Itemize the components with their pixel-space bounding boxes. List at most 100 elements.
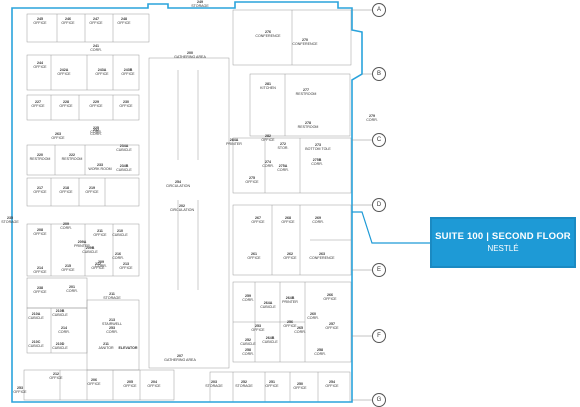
room-type: PRINTER xyxy=(74,244,90,248)
room-number: 241 xyxy=(93,44,99,48)
room-type: OFFICE xyxy=(93,233,107,237)
room-type: OFFICE xyxy=(59,104,73,108)
room-number: 234B xyxy=(119,164,129,168)
room-number: 274 xyxy=(265,160,271,164)
room-type: CORR. xyxy=(307,316,319,320)
room-type: CUBICLE xyxy=(28,316,44,320)
room-type: STAIRWELL xyxy=(101,322,123,326)
room-type: RESTROOM xyxy=(29,157,51,161)
room-type: OFFICE xyxy=(251,328,265,332)
room-number: 264A xyxy=(263,301,273,305)
grid-marker: B xyxy=(372,67,386,81)
room-number: 205 xyxy=(127,380,133,384)
room-type: CORR. xyxy=(95,264,107,268)
room-type: OFFICE xyxy=(281,220,295,224)
grid-marker: G xyxy=(372,393,386,407)
room-number: 214 xyxy=(37,266,43,270)
room-type: CUBICLE xyxy=(82,250,98,254)
room-number: 278 xyxy=(304,121,311,125)
room-number: 268 xyxy=(285,216,291,220)
room-number: 247 xyxy=(93,17,99,21)
room-number: 213 xyxy=(123,262,129,266)
room-type: CORR. xyxy=(294,330,306,334)
room-number: 244 xyxy=(37,61,43,65)
room-number: 220 xyxy=(36,153,43,157)
room-number: 209B xyxy=(85,246,95,250)
room-type: JANITOR xyxy=(98,346,114,350)
room-type: OFFICE xyxy=(251,220,265,224)
room-number: 222 xyxy=(68,153,75,157)
room-type: CUBICLE xyxy=(116,168,132,172)
room-number: 258 xyxy=(317,348,323,352)
room-number: 206 xyxy=(91,378,97,382)
room-type: CORR. xyxy=(106,330,118,334)
room-number: 238 xyxy=(37,286,43,290)
room-number: 284A xyxy=(229,138,239,142)
room-type: OFFICE xyxy=(85,190,99,194)
room-number: 202 xyxy=(179,204,185,208)
room-type: OFFICE xyxy=(325,326,339,330)
room-number: 235 xyxy=(6,216,13,220)
room-type: CONFERENCE xyxy=(292,42,318,46)
room-type: CORR. xyxy=(112,256,124,260)
room-number: 259 xyxy=(245,294,251,298)
room-number: 248 xyxy=(121,17,127,21)
room-number: 214 xyxy=(61,326,67,330)
room-type: OFFICE xyxy=(89,21,103,25)
grid-marker: F xyxy=(372,329,386,343)
room-number: 211 xyxy=(97,229,103,233)
room-type: OFFICE xyxy=(33,190,47,194)
room-type: OFFICE xyxy=(245,180,259,184)
room-number: 218 xyxy=(63,186,69,190)
room-number: 209 xyxy=(63,222,69,226)
room-number: 204 xyxy=(151,380,157,384)
room-number: ELEVATOR xyxy=(118,346,138,350)
room-number: 212 xyxy=(95,262,101,266)
room-label: ELEVATOR xyxy=(119,346,138,350)
room-type: OFFICE xyxy=(95,72,109,76)
room-type: CONFERENCE xyxy=(255,34,281,38)
room-type: CORR. xyxy=(90,132,102,136)
room-number: 251 xyxy=(269,380,275,384)
room-type: CONFERENCE xyxy=(309,256,335,260)
room-type: OFFICE xyxy=(33,270,47,274)
room-number: 267 xyxy=(255,216,261,220)
room-type: OFFICE xyxy=(49,376,63,380)
room-type: CIRCULATION xyxy=(165,184,191,188)
grid-marker: D xyxy=(372,198,386,212)
room-number: 253 xyxy=(17,386,23,390)
